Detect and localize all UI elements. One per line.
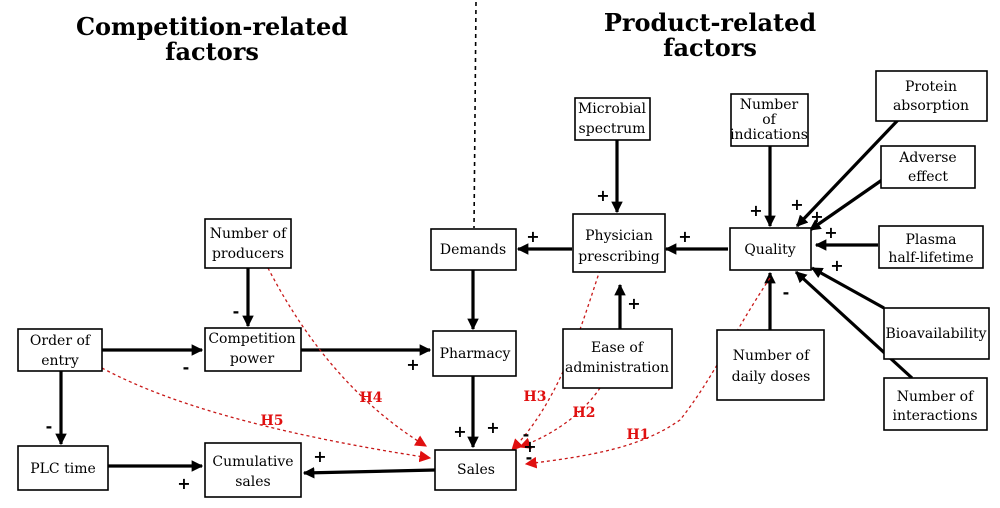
sign-plus: + [596, 186, 609, 205]
sign-plus: + [810, 207, 823, 226]
node-label: Demands [440, 242, 506, 258]
node-label: Bioavailability [885, 326, 986, 342]
node-number-of-daily-doses: Number of daily doses [716, 329, 825, 401]
sign-plus: + [486, 418, 499, 437]
node-label: administration [565, 360, 669, 376]
node-plasma-half-lifetime: Plasma half-lifetime [878, 225, 984, 269]
heading-product-line1: Product-related [604, 8, 817, 37]
node-ease-of-administration: Ease of administration [562, 328, 673, 389]
node-label: half-lifetime [888, 250, 973, 266]
node-label: interactions [892, 408, 977, 424]
node-label: Order of [30, 333, 92, 349]
node-microbial-spectrum: Microbial spectrum [574, 97, 651, 141]
node-label: Adverse [898, 150, 956, 166]
heading-competition-line1: Competition-related [76, 12, 348, 41]
node-adverse-effect: Adverse effect [880, 145, 976, 189]
section-divider [473, 1, 477, 229]
node-label: spectrum [579, 121, 646, 137]
sign-plus: + [523, 437, 536, 456]
node-quality: Quality [729, 227, 812, 271]
sign-minus: - [523, 425, 530, 444]
hypothesis-label-h4: H4 [360, 390, 383, 406]
hypothesis-label-h3: H3 [524, 389, 547, 405]
node-label: Number [740, 97, 799, 113]
heading-product-line2: factors [663, 33, 757, 62]
hypothesis-link-h4 [267, 267, 428, 447]
node-demands: Demands [430, 228, 517, 271]
node-label: Competition [208, 331, 295, 347]
node-label: Number of [210, 226, 288, 242]
node-label: Pharmacy [440, 346, 511, 362]
node-label: Physician [585, 228, 653, 244]
sign-plus: + [749, 201, 762, 220]
sign-minus: - [183, 358, 190, 377]
node-label: PLC time [30, 461, 96, 477]
node-label: Number of [897, 389, 975, 405]
node-competition-power: Competition power [204, 327, 302, 372]
sign-plus: + [627, 294, 640, 313]
node-label: daily doses [732, 369, 811, 385]
node-label: sales [235, 474, 270, 490]
hypothesis-link-h5 [101, 367, 432, 463]
sign-plus: + [678, 227, 691, 246]
heading-competition-line2: factors [165, 37, 259, 66]
sign-plus: + [453, 422, 466, 441]
node-sales: Sales [434, 449, 517, 491]
hypothesis-link-h3 [511, 269, 601, 451]
node-label: Protein [905, 79, 957, 95]
node-label: Plasma [905, 232, 956, 248]
node-order-of-entry: Order of entry [17, 328, 103, 372]
link-bioavailability-to-quality [810, 266, 885, 310]
node-pharmacy: Pharmacy [432, 330, 517, 377]
node-label: entry [41, 353, 79, 369]
node-number-of-indications: Number of indications [730, 93, 809, 147]
node-label: Ease of [591, 340, 645, 356]
hypothesis-link-h1 [524, 277, 771, 469]
causal-links [55, 118, 914, 479]
node-physician-prescribing: Physician prescribing [572, 213, 666, 273]
hypothesis-label-h1: H1 [627, 427, 650, 443]
node-plc-time: PLC time [17, 445, 109, 491]
link-sales-to-cumulative [302, 467, 436, 479]
sign-plus: + [177, 474, 190, 493]
link-protein-to-quality [795, 118, 900, 228]
node-label: Sales [457, 462, 495, 478]
node-label: indications [730, 127, 808, 143]
sign-plus: + [526, 227, 539, 246]
sign-plus: + [830, 256, 843, 275]
node-number-of-producers: Number of producers [204, 218, 292, 269]
sign-plus: + [824, 223, 837, 242]
sign-plus: + [406, 355, 419, 374]
sign-minus: - [526, 448, 533, 467]
hypothesis-link-h2 [518, 387, 601, 449]
node-cumulative-sales: Cumulative sales [204, 442, 302, 498]
polarity-signs: + + - - - + + + - + - + + + + + + - + + … [46, 186, 844, 493]
node-label: Number of [733, 348, 811, 364]
node-number-of-interactions: Number of interactions [883, 377, 988, 431]
node-label: producers [212, 246, 284, 262]
sign-minus: - [783, 283, 790, 302]
node-label: Microbial [578, 101, 647, 117]
hypothesis-label-h2: H2 [573, 405, 596, 421]
node-label: power [230, 351, 275, 367]
node-label: of [762, 112, 777, 128]
link-adverse-to-quality [809, 178, 883, 232]
node-label: Quality [744, 242, 795, 258]
hypothesis-label-h5: H5 [261, 413, 284, 429]
node-label: absorption [893, 98, 969, 114]
sign-plus: + [313, 447, 326, 466]
node-label: effect [908, 169, 948, 185]
node-bioavailability: Bioavailability [883, 307, 990, 360]
sign-minus: - [233, 302, 240, 321]
node-label: prescribing [578, 249, 660, 265]
sign-minus: - [46, 417, 53, 436]
node-protein-absorption: Protein absorption [875, 70, 988, 122]
sign-plus: + [790, 195, 803, 214]
link-interactions-to-quality [794, 270, 914, 380]
hypothesis-links [101, 267, 771, 469]
node-label: Cumulative [212, 454, 293, 470]
